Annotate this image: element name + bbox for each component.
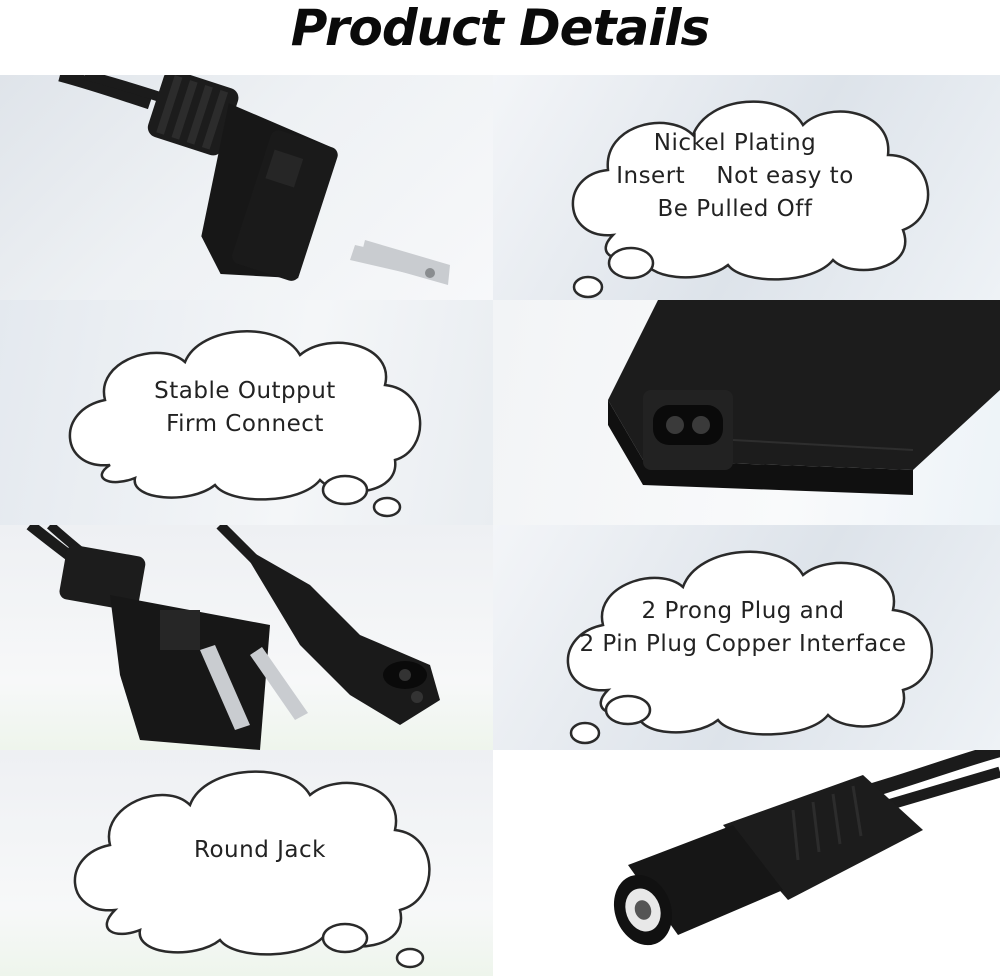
stable-line-2: Firm Connect [166, 411, 324, 437]
stable-output-text: Stable Outpput Firm Connect [110, 375, 380, 441]
nickel-line-1: Nickel Plating [653, 130, 817, 156]
cord-photo-panel [0, 525, 493, 750]
jack-line-1: Round Jack [194, 837, 326, 863]
thought-cloud-icon [68, 330, 422, 518]
round-jack-panel: Round Jack [0, 750, 493, 976]
prong-plug-panel: 2 Prong Plug and 2 Pin Plug Copper Inter… [493, 525, 1000, 750]
plug-photo-panel [0, 75, 493, 300]
round-jack-text: Round Jack [120, 834, 400, 867]
nickel-line-3: Be Pulled Off [657, 196, 813, 222]
prong-plug-text: 2 Prong Plug and 2 Pin Plug Copper Inter… [563, 595, 923, 661]
thought-cloud-icon [571, 100, 930, 299]
dc-barrel-jack-image [613, 750, 1000, 946]
nickel-plating-text: Nickel Plating Insert Not easy to Be Pul… [590, 127, 880, 226]
stable-output-panel: Stable Outpput Firm Connect [0, 300, 493, 525]
two-prong-plug-image [58, 75, 450, 285]
page-title: Product Details [290, 0, 711, 57]
dc-jack-photo-panel [493, 750, 1000, 976]
stable-line-1: Stable Outpput [154, 378, 336, 404]
nickel-plating-panel: Nickel Plating Insert Not easy to Be Pul… [493, 75, 1000, 300]
thought-cloud-icon [566, 550, 934, 745]
prong-line-2: 2 Pin Plug Copper Interface [579, 631, 907, 657]
nickel-line-2: Insert Not easy to [616, 163, 854, 189]
plug-and-connector-image [26, 525, 440, 750]
thought-cloud-icon [73, 770, 431, 969]
prong-line-1: 2 Prong Plug and [641, 598, 845, 624]
power-adapter-image [608, 300, 1000, 495]
adapter-photo-panel [493, 300, 1000, 525]
product-details-grid: Nickel Plating Insert Not easy to Be Pul… [0, 75, 1000, 976]
